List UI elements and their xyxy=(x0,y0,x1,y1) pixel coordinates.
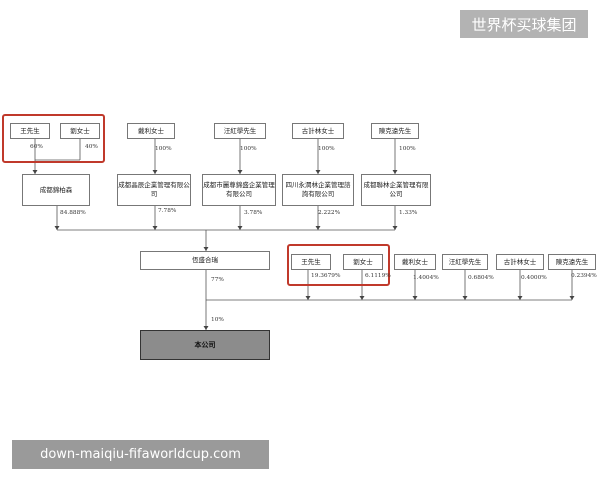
highlight-top-founders xyxy=(2,114,105,163)
pct-liu-top: 40% xyxy=(85,144,98,150)
shareholder-wang: 王先生 xyxy=(10,123,50,139)
entity-lizun: 成都市麗尊錦盛企業管理有限公司 xyxy=(202,174,276,206)
arrow-hengsheng xyxy=(203,247,209,251)
pct-gu-top: 100% xyxy=(318,146,335,152)
pct-direct-gu: 0.4000% xyxy=(521,275,547,281)
direct-holder-liu: 劉女士 xyxy=(343,254,383,270)
shareholder-chen: 陳克遠先生 xyxy=(371,123,419,139)
pct-direct-dai: 1.4004% xyxy=(413,275,439,281)
direct-holder-wang: 王先生 xyxy=(291,254,331,270)
arrow-direct-3 xyxy=(412,296,418,300)
url-watermark: down-maiqiu-fifaworldcup.com xyxy=(12,440,269,469)
direct-holder-gu: 古計林女士 xyxy=(496,254,544,270)
shareholder-gu: 古計林女士 xyxy=(292,123,344,139)
pct-hengsheng-to-company: 10% xyxy=(211,317,224,323)
pct-chen-top: 100% xyxy=(399,146,416,152)
arrow-jinbaisen xyxy=(32,170,38,174)
direct-holder-dai: 戴利女士 xyxy=(394,254,436,270)
pct-jinbaisen: 84.888% xyxy=(60,210,86,216)
pct-direct-wang: 19.3679% xyxy=(311,273,341,279)
pct-lizun: 3.78% xyxy=(244,210,263,216)
arrow-direct-2 xyxy=(359,296,365,300)
arrow-yongrun xyxy=(315,170,321,174)
pct-direct-wang-hongxue: 0.6804% xyxy=(468,275,494,281)
pct-direct-liu: 6.1119% xyxy=(365,273,391,279)
entity-lianlin: 成都聯林企業管理有限公司 xyxy=(361,174,431,206)
entity-yongrun: 四川永潤林企業管理諮詢有限公司 xyxy=(282,174,354,206)
shareholder-wang-hongxue: 汪紅學先生 xyxy=(214,123,266,139)
entity-jingchen: 成都晶辰企業管理有限公司 xyxy=(117,174,191,206)
pct-hengsheng: 77% xyxy=(211,277,224,283)
brand-watermark: 世界杯买球集团 xyxy=(460,10,588,38)
arrow-company xyxy=(203,326,209,330)
arrow-direct-6 xyxy=(569,296,575,300)
pct-dai-top: 100% xyxy=(155,146,172,152)
arrow-lizun xyxy=(237,170,243,174)
arrow-jingchen xyxy=(152,170,158,174)
arrow-direct-1 xyxy=(305,296,311,300)
arrow-bus-1 xyxy=(54,226,60,230)
highlight-direct-founders xyxy=(287,244,390,286)
arrow-direct-5 xyxy=(517,296,523,300)
pct-lianlin: 1.33% xyxy=(399,210,418,216)
entity-jinbaisen: 成都錦柏森 xyxy=(22,174,90,206)
arrow-direct-4 xyxy=(462,296,468,300)
arrow-bus-5 xyxy=(392,226,398,230)
direct-holder-wang-hongxue: 汪紅學先生 xyxy=(442,254,488,270)
pct-wang-top: 60% xyxy=(30,144,43,150)
arrow-bus-3 xyxy=(237,226,243,230)
pct-jingchen: 7.78% xyxy=(158,208,177,214)
direct-holder-chen: 陳克遠先生 xyxy=(548,254,596,270)
arrow-bus-4 xyxy=(315,226,321,230)
arrow-lianlin xyxy=(392,170,398,174)
shareholder-dai: 戴利女士 xyxy=(127,123,175,139)
entity-hengsheng: 恆盛合瑞 xyxy=(140,251,270,270)
company-box: 本公司 xyxy=(140,330,270,360)
pct-direct-chen: 0.2394% xyxy=(571,273,597,279)
pct-yongrun: 2.222% xyxy=(318,210,341,216)
shareholder-liu: 劉女士 xyxy=(60,123,100,139)
arrow-bus-2 xyxy=(152,226,158,230)
pct-wang-hongxue-top: 100% xyxy=(240,146,257,152)
